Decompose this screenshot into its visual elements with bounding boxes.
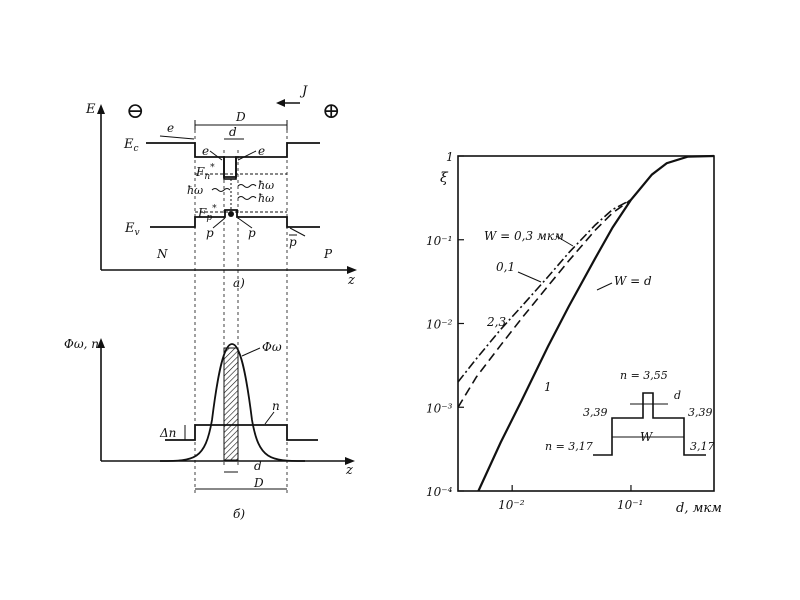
electron-label-right: e bbox=[258, 144, 265, 158]
hole-bar-arrow bbox=[289, 227, 306, 237]
inset-n-low-left: n = 3,17 bbox=[545, 440, 593, 453]
phi-omega-label: Φω bbox=[262, 340, 282, 354]
xi-chart: ξ d, мкм 10⁻² 10⁻¹ 1 10⁻¹ 10⁻² 10⁻³ 10⁻⁴ W = … bbox=[426, 150, 722, 516]
hole-dot bbox=[228, 211, 234, 217]
delta-n-label: Δn bbox=[159, 426, 176, 440]
photon-label-right-2: ħω bbox=[258, 192, 274, 205]
ev-label: Ev bbox=[124, 221, 140, 238]
series-layer bbox=[457, 154, 715, 492]
leader-w03 bbox=[555, 235, 574, 247]
profile-D-label: D bbox=[253, 476, 264, 490]
profile-z-axis-arrow bbox=[345, 457, 355, 465]
profile-d-label: d bbox=[254, 459, 262, 473]
profile-y-axis-label: Φω, n bbox=[64, 337, 99, 351]
electron-arrow-left bbox=[209, 150, 223, 161]
band-z-axis-label: z bbox=[347, 273, 355, 288]
x-tick-label: 10⁻¹ bbox=[617, 498, 643, 512]
inset-n-mid-right: 3,39 bbox=[688, 406, 713, 419]
ec-label: Ec bbox=[123, 137, 139, 154]
hatched-active-region bbox=[223, 347, 239, 461]
electron-arrow-right bbox=[237, 150, 257, 161]
electron-arrow-top bbox=[159, 135, 195, 140]
annotation-w03: W = 0,3 мкм bbox=[484, 229, 564, 243]
n-label: n bbox=[272, 399, 280, 413]
annotation-1: 1 bbox=[544, 380, 552, 394]
y-tick-label: 10⁻³ bbox=[426, 401, 453, 415]
refractive-index-profile bbox=[165, 424, 318, 441]
band-z-axis-arrow bbox=[347, 266, 357, 274]
leader-wd bbox=[596, 282, 613, 291]
inset-n-top: n = 3,55 bbox=[620, 369, 668, 382]
band-e-axis-arrow bbox=[97, 104, 105, 114]
series-line-0 bbox=[477, 154, 715, 492]
width-D-label: D bbox=[235, 110, 246, 124]
caption-a: а) bbox=[233, 276, 245, 290]
caption-b: б) bbox=[233, 507, 245, 521]
n-leader bbox=[264, 411, 275, 425]
electron-label-top: e bbox=[167, 121, 174, 135]
valence-band bbox=[150, 209, 320, 228]
hole-label-left: p bbox=[206, 226, 214, 240]
annotation-23: 2,3 bbox=[486, 315, 506, 329]
n-region-label: N bbox=[156, 247, 168, 261]
chart-ylabel: ξ bbox=[440, 170, 449, 186]
profile-diagram: Φω, n z Φω n Δn d D б) bbox=[64, 337, 355, 521]
guide-lines bbox=[194, 130, 288, 495]
current-arrow-head bbox=[276, 99, 285, 107]
fp-label: Fp* bbox=[197, 204, 217, 223]
phi-omega-curve bbox=[159, 343, 306, 462]
y-tick-label: 10⁻¹ bbox=[426, 234, 452, 248]
y-tick-label: 10⁻⁴ bbox=[426, 485, 453, 499]
leader-01 bbox=[517, 271, 542, 283]
photon-wave-1 bbox=[211, 188, 231, 192]
current-label: J bbox=[299, 84, 308, 99]
phi-omega-leader bbox=[241, 347, 261, 357]
chart-xlabel: d, мкм bbox=[676, 501, 722, 516]
annotation-wd: W = d bbox=[614, 274, 652, 288]
series-line-1 bbox=[457, 199, 632, 408]
inset-w-label: W bbox=[640, 430, 654, 444]
hole-arrow-right bbox=[237, 217, 253, 229]
hole-label-right: p bbox=[248, 226, 256, 240]
plus-symbol: ⊕ bbox=[322, 99, 340, 124]
inset-n-mid-left: 3,39 bbox=[583, 406, 608, 419]
inset-d-label: d bbox=[674, 389, 681, 402]
band-diagram: E z ⊖ ⊕ J D d Ec e e e Fn* ħω ħω bbox=[85, 84, 357, 290]
series-line-2 bbox=[457, 199, 632, 383]
band-e-axis-label: E bbox=[85, 102, 96, 117]
y-ticks: 1 10⁻¹ 10⁻² 10⁻³ 10⁻⁴ bbox=[426, 150, 464, 499]
p-region-label: P bbox=[323, 247, 333, 261]
width-d-label: d bbox=[229, 125, 237, 139]
inset-profile: n = 3,55 3,39 3,39 n = 3,17 3,17 d W bbox=[545, 369, 715, 456]
y-tick-label: 1 bbox=[446, 150, 454, 164]
profile-y-axis-arrow bbox=[97, 338, 105, 348]
minus-symbol: ⊖ bbox=[126, 99, 144, 124]
photon-wave-3 bbox=[237, 196, 257, 200]
annotation-01: 0,1 bbox=[496, 260, 515, 274]
hole-arrow-left bbox=[212, 217, 226, 229]
fn-label: Fn* bbox=[195, 163, 215, 182]
active-box bbox=[223, 156, 237, 180]
x-ticks: 10⁻² 10⁻¹ bbox=[498, 485, 643, 512]
conduction-band bbox=[146, 142, 320, 178]
y-tick-label: 10⁻² bbox=[426, 318, 453, 332]
electron-label-left: e bbox=[202, 144, 209, 158]
profile-z-axis-label: z bbox=[345, 463, 353, 478]
photon-label-right-1: ħω bbox=[258, 179, 274, 192]
hole-bar-label: p bbox=[289, 235, 297, 249]
inset-n-low-right: 3,17 bbox=[690, 440, 715, 453]
photon-wave-2 bbox=[237, 184, 257, 188]
x-tick-label: 10⁻² bbox=[498, 498, 525, 512]
